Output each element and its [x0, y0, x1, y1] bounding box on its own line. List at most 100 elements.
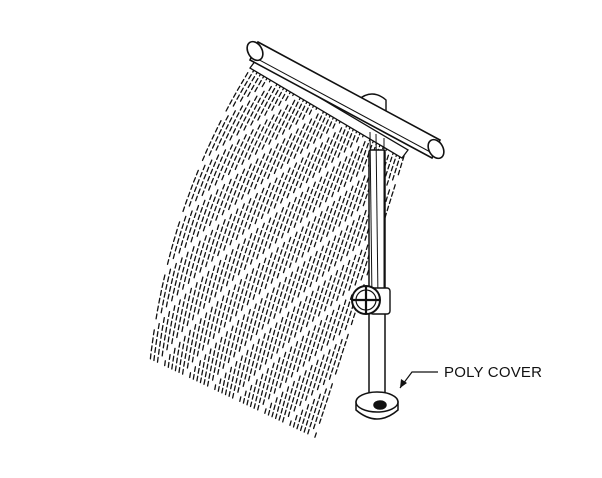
cover-hatch-stroke: [289, 185, 293, 192]
cover-hatch-stroke: [320, 151, 324, 157]
cover-hatch-stroke: [365, 244, 369, 251]
cover-hatch-stroke: [190, 184, 194, 190]
cover-hatch-stroke: [259, 229, 263, 236]
cover-hatch-stroke: [233, 368, 236, 375]
cover-hatch-stroke: [244, 152, 248, 158]
cover-hatch-stroke: [224, 228, 227, 235]
cover-hatch-stroke: [208, 237, 211, 243]
cover-hatch-stroke: [291, 255, 295, 261]
cover-hatch-stroke: [205, 218, 208, 225]
cover-hatch-stroke: [246, 109, 251, 115]
cover-hatch-stroke: [205, 329, 208, 336]
cover-hatch-stroke: [313, 216, 317, 222]
cover-hatch-stroke: [231, 232, 235, 239]
cover-hatch-stroke: [342, 290, 345, 296]
cover-hatch-stroke: [221, 295, 225, 302]
cover-hatch-stroke: [274, 237, 278, 244]
cover-hatch-stroke: [241, 288, 244, 295]
cover-hatch-stroke: [316, 359, 319, 366]
cover-hatch-stroke: [261, 187, 265, 194]
cover-hatch-stroke: [244, 390, 247, 397]
cover-hatch-stroke: [339, 313, 342, 320]
cover-hatch-stroke: [322, 229, 326, 235]
cover-hatch-stroke: [211, 357, 214, 364]
cover-hatch-stroke: [292, 322, 295, 329]
cover-hatch-stroke: [199, 171, 203, 178]
cover-hatch-stroke: [285, 183, 289, 190]
cover-hatch-stroke: [193, 348, 196, 355]
cover-hatch-stroke: [184, 242, 188, 248]
cover-hatch-stroke: [332, 200, 336, 207]
cover-hatch-stroke: [302, 261, 306, 267]
cover-hatch-stroke: [275, 289, 279, 296]
cover-hatch-stroke: [254, 77, 259, 84]
cover-hatch-stroke: [243, 280, 246, 287]
cover-hatch-stroke: [202, 199, 206, 206]
cover-hatch-stroke: [303, 141, 307, 147]
cover-hatch-stroke: [285, 140, 289, 146]
cover-hatch-stroke: [339, 272, 342, 278]
cover-hatch-stroke: [246, 316, 249, 323]
cover-hatch-stroke: [323, 322, 326, 328]
cover-hatch-stroke: [213, 161, 217, 168]
cover-hatch-stroke: [215, 241, 219, 247]
cover-hatch-stroke: [246, 118, 251, 124]
cover-hatch-stroke: [178, 299, 181, 306]
cover-hatch-stroke: [294, 171, 298, 178]
cover-hatch-stroke: [301, 393, 304, 400]
cover-hatch-stroke: [218, 259, 222, 266]
cover-hatch-stroke: [170, 320, 173, 327]
cover-hatch-stroke: [345, 308, 349, 315]
cover-hatch-stroke: [178, 367, 181, 374]
cover-hatch-stroke: [350, 319, 354, 326]
cover-hatch-stroke: [240, 338, 243, 345]
cover-hatch-stroke: [225, 124, 229, 130]
cover-hatch-stroke: [394, 167, 397, 174]
cover-hatch-stroke: [346, 208, 350, 215]
cover-hatch-stroke: [196, 375, 199, 382]
cover-hatch-stroke: [243, 212, 247, 219]
cover-hatch-stroke: [237, 387, 240, 393]
cover-hatch-stroke: [285, 260, 288, 266]
cover-hatch-stroke: [189, 347, 192, 354]
cover-hatch-stroke: [222, 363, 225, 369]
cover-hatch-stroke: [203, 208, 207, 215]
cover-hatch-stroke: [314, 292, 318, 299]
cover-hatch-stroke: [272, 362, 275, 369]
cover-hatch-stroke: [315, 199, 318, 206]
cover-hatch-stroke: [201, 216, 205, 223]
cover-hatch-stroke: [276, 152, 280, 158]
cover-hatch-stroke: [294, 162, 298, 168]
cover-hatch-stroke: [176, 289, 179, 296]
cover-hatch-stroke: [252, 251, 256, 258]
cover-hatch-stroke: [156, 305, 159, 312]
cover-hatch-stroke: [316, 234, 319, 241]
cover-hatch-stroke: [281, 375, 284, 382]
cover-hatch-stroke: [293, 153, 297, 159]
cover-hatch-stroke: [298, 233, 302, 240]
cover-hatch-stroke: [312, 172, 316, 179]
cover-hatch-stroke: [287, 253, 291, 259]
cover-hatch-stroke: [259, 364, 262, 371]
cover-hatch-stroke: [299, 284, 303, 291]
cover-hatch-stroke: [326, 231, 329, 237]
cover-hatch-stroke: [355, 196, 359, 203]
cover-hatch-stroke: [275, 263, 278, 270]
cover-hatch-stroke: [240, 87, 244, 93]
cover-hatch-stroke: [303, 386, 307, 392]
cover-hatch-stroke: [236, 112, 240, 118]
cover-hatch-stroke: [239, 175, 243, 182]
cover-hatch-stroke: [247, 136, 251, 142]
cover-hatch-stroke: [309, 127, 313, 133]
cover-hatch-stroke: [306, 263, 310, 269]
cover-hatch-stroke: [324, 331, 328, 337]
cover-hatch-stroke: [180, 351, 183, 358]
cover-hatch-stroke: [314, 267, 317, 273]
cover-hatch-stroke: [168, 353, 171, 360]
cover-hatch-stroke: [326, 256, 330, 263]
cover-hatch-stroke: [279, 291, 283, 297]
cover-hatch-stroke: [333, 184, 337, 191]
cover-hatch-stroke: [304, 353, 308, 360]
cover-hatch-stroke: [300, 310, 304, 316]
cover-hatch-stroke: [228, 391, 231, 397]
